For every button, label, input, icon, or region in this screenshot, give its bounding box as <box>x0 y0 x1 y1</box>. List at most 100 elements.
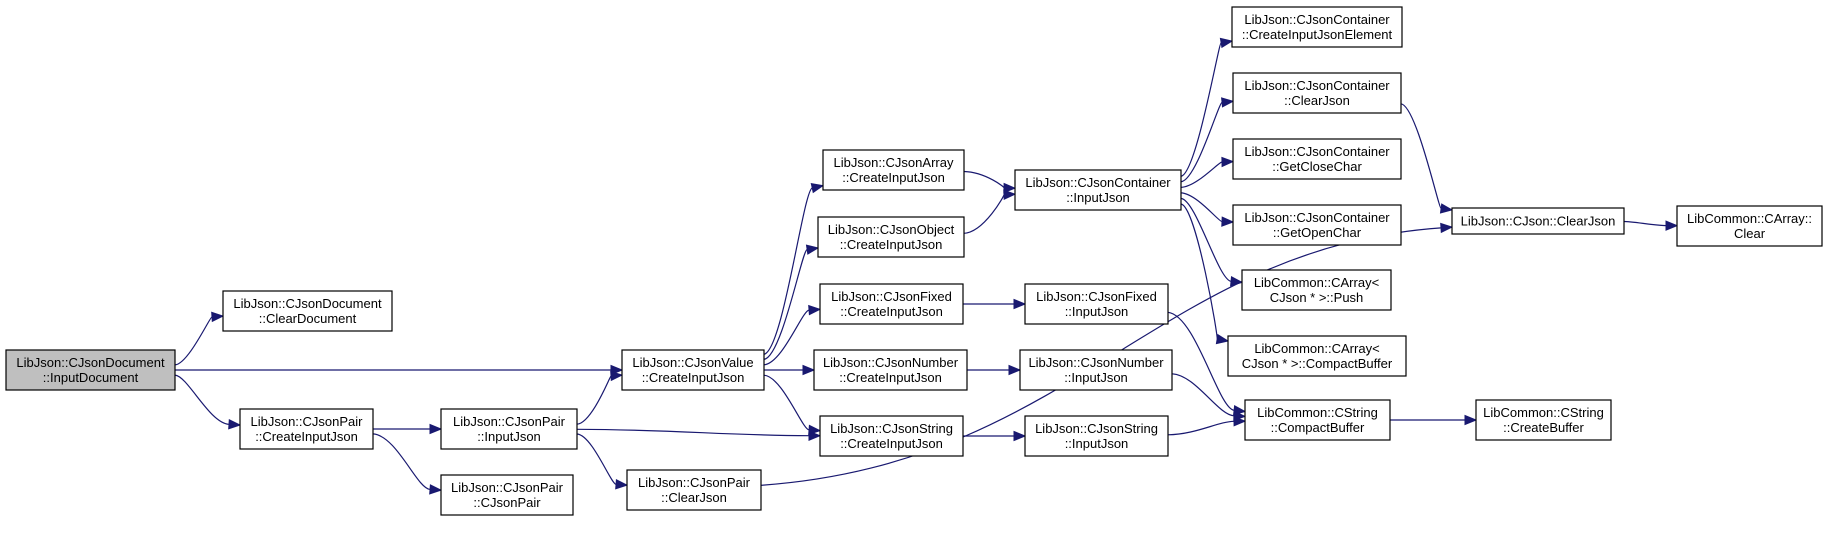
edge-line <box>576 433 617 485</box>
edge-arrowhead <box>1013 298 1027 310</box>
node-label-line: Clear <box>1734 226 1766 241</box>
node-box <box>813 349 968 391</box>
function-node[interactable]: LibJson::CJsonContainer::ClearJson <box>1232 72 1402 114</box>
edge-line <box>174 374 230 425</box>
edge-line <box>576 375 612 425</box>
edge-arrowhead <box>1439 203 1454 214</box>
function-node[interactable]: LibJson::CJsonPair::CreateInputJson <box>239 408 374 450</box>
function-node[interactable]: LibJson::CJsonPair::CJsonPair <box>440 474 574 516</box>
node-label-line: LibJson::CJsonPair <box>451 480 564 495</box>
node-box <box>1232 204 1402 246</box>
node-label-line: ::CreateInputJson <box>642 370 745 385</box>
node-label-line: LibJson::CJsonString <box>1035 421 1158 436</box>
node-box <box>819 283 964 325</box>
call-edge-n4-n11 <box>576 428 822 441</box>
call-edge-n23-n25 <box>1623 220 1679 231</box>
node-label-line: LibJson::CJsonArray <box>834 155 954 170</box>
node-box <box>1232 138 1402 180</box>
edge-arrowhead <box>1215 333 1230 345</box>
node-label-line: ::ClearJson <box>661 490 727 505</box>
call-edge-n12-n19 <box>1180 192 1235 227</box>
call-edge-n2-n11 <box>763 374 822 436</box>
call-edge-n7-n12 <box>963 170 1017 194</box>
edge-arrowhead <box>610 370 624 382</box>
node-label-line: LibJson::CJsonString <box>830 421 953 436</box>
function-node[interactable]: LibJson::CJsonFixed::CreateInputJson <box>819 283 964 325</box>
function-node[interactable]: LibJson::CJsonPair::InputJson <box>440 408 578 450</box>
function-node[interactable]: LibCommon::CArray::Clear <box>1676 205 1823 247</box>
edge-arrowhead <box>1003 182 1017 194</box>
node-label-line: LibJson::CJsonContainer <box>1244 210 1390 225</box>
node-label-line: ::CreateInputJson <box>840 436 943 451</box>
node-box <box>1676 205 1823 247</box>
function-node[interactable]: LibJson::CJsonNumber::InputJson <box>1019 349 1173 391</box>
root-function-node[interactable]: LibJson::CJsonDocument::InputDocument <box>5 349 176 391</box>
function-node[interactable]: LibJson::CJsonContainer::InputJson <box>1014 169 1182 211</box>
node-box <box>1024 415 1169 457</box>
edge-line <box>1180 192 1223 223</box>
edge-arrowhead <box>802 364 816 376</box>
edge-line <box>174 316 213 366</box>
node-box <box>1241 269 1392 311</box>
node-label-line: LibJson::CJsonContainer <box>1244 12 1390 27</box>
node-label-line: LibJson::CJsonContainer <box>1025 175 1171 190</box>
function-node[interactable]: LibJson::CJsonObject::CreateInputJson <box>817 216 965 258</box>
edge-arrowhead <box>1221 156 1235 168</box>
node-label-line: LibJson::CJsonContainer <box>1244 144 1390 159</box>
function-node[interactable]: LibJson::CJsonDocument::ClearDocument <box>222 290 393 332</box>
edge-line <box>372 433 431 490</box>
node-label-line: ::CreateInputJson <box>839 370 942 385</box>
call-edge-n14-n22 <box>1171 373 1247 422</box>
function-node[interactable]: LibJson::CJsonFixed::InputJson <box>1024 283 1169 325</box>
node-label-line: LibCommon::CString <box>1257 405 1378 420</box>
function-node[interactable]: LibJson::CJsonValue::CreateInputJson <box>621 349 765 391</box>
node-label-line: LibJson::CJson::ClearJson <box>1461 214 1616 229</box>
node-box <box>1227 335 1407 377</box>
function-node[interactable]: LibCommon::CString::CompactBuffer <box>1244 399 1391 441</box>
call-edge-n12-n16 <box>1180 37 1234 177</box>
call-edge-n12-n18 <box>1180 156 1235 188</box>
edge-line <box>763 187 813 355</box>
function-node[interactable]: LibJson::CJson::ClearJson <box>1451 207 1625 235</box>
function-node[interactable]: LibJson::CJsonNumber::CreateInputJson <box>813 349 968 391</box>
node-label-line: LibJson::CJsonValue <box>632 355 753 370</box>
call-edges <box>174 37 1679 495</box>
node-label-line: LibCommon::CArray< <box>1254 341 1379 356</box>
function-node[interactable]: LibJson::CJsonArray::CreateInputJson <box>822 149 965 191</box>
node-label-line: ::InputJson <box>1064 370 1128 385</box>
function-node[interactable]: LibCommon::CArray<CJson * >::CompactBuff… <box>1227 335 1407 377</box>
edge-arrowhead <box>429 423 443 435</box>
node-box <box>626 469 762 511</box>
node-label-line: LibJson::CJsonFixed <box>1036 289 1157 304</box>
node-box <box>239 408 374 450</box>
node-box <box>822 149 965 191</box>
edge-arrowhead <box>1440 222 1454 234</box>
edge-arrowhead <box>805 244 820 255</box>
edge-line <box>1180 161 1223 188</box>
function-node[interactable]: LibCommon::CString::CreateBuffer <box>1475 399 1612 441</box>
node-label-line: ::InputJson <box>1065 304 1129 319</box>
edge-arrowhead <box>1233 416 1247 427</box>
edge-line <box>963 194 1005 234</box>
function-node[interactable]: LibJson::CJsonContainer::GetOpenChar <box>1232 204 1402 246</box>
function-node[interactable]: LibJson::CJsonContainer::CreateInputJson… <box>1231 6 1403 48</box>
call-edge-n12-n21 <box>1180 203 1230 345</box>
edge-line <box>576 428 810 437</box>
function-node[interactable]: LibJson::CJsonString::InputJson <box>1024 415 1169 457</box>
node-label-line: CJson * >::CompactBuffer <box>1242 356 1393 371</box>
function-node[interactable]: LibJson::CJsonPair::ClearJson <box>626 469 762 511</box>
call-edge-n10-n14 <box>966 364 1022 376</box>
call-edge-n9-n13 <box>962 298 1027 310</box>
edge-arrowhead <box>1219 37 1234 49</box>
node-label-line: LibJson::CJsonNumber <box>1028 355 1164 370</box>
edge-line <box>963 170 1005 189</box>
edge-arrowhead <box>1008 364 1022 376</box>
function-node[interactable]: LibJson::CJsonString::CreateInputJson <box>819 415 964 457</box>
function-node[interactable]: LibJson::CJsonContainer::GetCloseChar <box>1232 138 1402 180</box>
node-label-line: LibJson::CJsonPair <box>453 414 566 429</box>
node-box <box>5 349 176 391</box>
function-node[interactable]: LibCommon::CArray<CJson * >::Push <box>1241 269 1392 311</box>
node-box <box>440 408 578 450</box>
call-edge-n22-n24 <box>1389 414 1478 426</box>
edge-line <box>1623 220 1667 227</box>
